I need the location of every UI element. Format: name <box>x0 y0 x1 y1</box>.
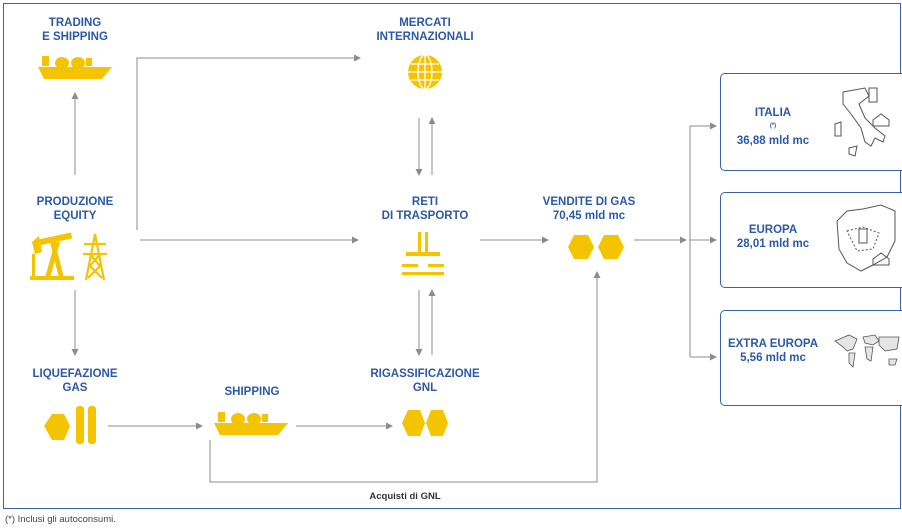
globe-icon <box>408 54 442 90</box>
gas-tank-icon <box>402 410 448 436</box>
footnote: (*) Inclusi gli autoconsumi. <box>5 514 116 525</box>
destination-card-extra-europa: EXTRA EUROPA 5,56 mld mc <box>720 310 902 406</box>
destination-europa-label: EUROPA 28,01 mld mc <box>736 224 810 250</box>
arrow-to-mercati <box>136 54 361 230</box>
acquisti-gnl-label: Acquisti di GNL <box>369 491 441 502</box>
world-map-icon <box>834 334 900 368</box>
italy-map-icon <box>834 87 890 157</box>
oil-pump-icon <box>30 232 74 280</box>
europe-map-icon <box>836 204 896 272</box>
pipeline-icon <box>402 232 444 275</box>
pylon-icon <box>83 233 107 281</box>
node-shipping-label: SHIPPING <box>224 386 280 398</box>
ship-icon <box>38 56 112 79</box>
arrow-acquisti-gnl <box>209 271 601 483</box>
gas-tank-icon <box>568 235 624 259</box>
ship-icon <box>214 412 288 435</box>
lng-tank-icon <box>44 406 96 444</box>
destination-card-italia: ITALIA(*) 36,88 mld mc <box>720 73 902 171</box>
destination-italia-label: ITALIA(*) 36,88 mld mc <box>736 107 810 147</box>
destination-card-europa: EUROPA 28,01 mld mc <box>720 192 902 288</box>
destination-extra-europa-label: EXTRA EUROPA 5,56 mld mc <box>727 338 819 364</box>
